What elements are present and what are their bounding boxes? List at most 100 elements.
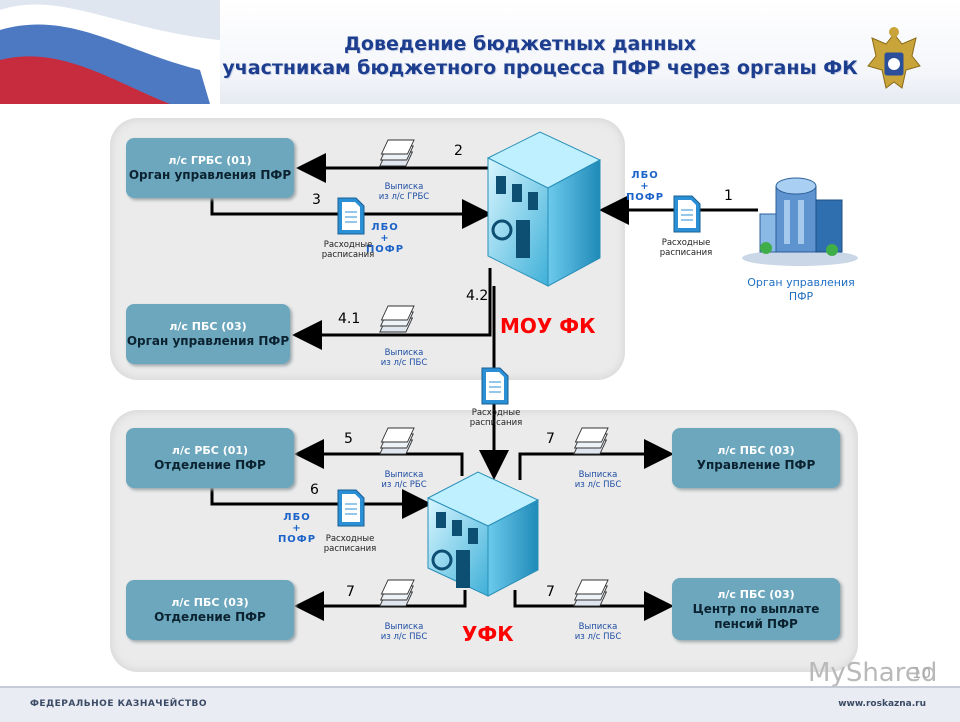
org-pfr-label-line-2: ПФР	[788, 290, 814, 303]
statement-stack-icon-4	[573, 427, 609, 455]
mou-fk-building-icon	[486, 131, 602, 287]
step-4-1: 4.1	[338, 311, 361, 327]
document-icon-4	[337, 489, 365, 527]
doc-label-3: Расходные расписания	[466, 408, 526, 428]
vyp-label-grbs: Выписка из л/с ГРБС	[372, 182, 436, 202]
mou-fk-label: МОУ ФК	[500, 314, 596, 338]
step-7-upr: 7	[546, 431, 555, 447]
ufk-building-icon	[426, 471, 540, 597]
node-pbs-center-name-1: Центр по выплате	[692, 601, 820, 616]
node-pbs-top: л/с ПБС (03) Орган управления ПФР	[126, 304, 290, 364]
doc-label-2-line-2: расписания	[659, 248, 713, 258]
doc-label-2-line-1: Расходные	[661, 238, 711, 248]
doc-label-3-line-2: расписания	[469, 418, 523, 428]
node-pbs-center-account: л/с ПБС (03)	[717, 587, 795, 601]
pofr-text: ПОФР	[277, 534, 317, 545]
vyp-label-upr-line-2: из л/с ПБС	[574, 480, 622, 490]
vyp-label-grbs-line-2: из л/с ГРБС	[378, 192, 430, 202]
doc-label-3-line-1: Расходные	[471, 408, 521, 418]
node-pbs-center: л/с ПБС (03) Центр по выплате пенсий ПФР	[672, 578, 840, 640]
vyp-label-otd: Выписка из л/с ПБС	[372, 622, 436, 642]
step-4-2: 4.2	[466, 288, 489, 304]
lbo-text: ЛБО	[371, 222, 399, 233]
vyp-label-center: Выписка из л/с ПБС	[566, 622, 630, 642]
doc-label-1: Расходные расписания	[318, 240, 378, 260]
org-pfr-label-line-1: Орган управления	[747, 276, 855, 289]
title-line-2: участникам бюджетного процесса ПФР через…	[222, 57, 858, 79]
lbo-pofr-3: ЛБО + ПОФР	[272, 512, 322, 545]
node-rbs-account: л/с РБС (01)	[171, 444, 249, 457]
page-title: Доведение бюджетных данных участникам бю…	[180, 32, 860, 80]
step-5: 5	[344, 431, 353, 447]
plus-text: +	[292, 523, 302, 534]
node-pbs-otd-name: Отделение ПФР	[154, 610, 266, 624]
node-pbs-otd: л/с ПБС (03) Отделение ПФР	[126, 580, 294, 640]
russian-flag-icon	[0, 0, 220, 104]
node-grbs-name: Орган управления ПФР	[128, 168, 292, 182]
statement-stack-icon-1	[379, 139, 415, 167]
step-7-center: 7	[546, 584, 555, 600]
vyp-label-center-line-2: из л/с ПБС	[574, 632, 622, 642]
vyp-label-rbs: Выписка из л/с РБС	[372, 470, 436, 490]
vyp-label-pbs-top-line-2: из л/с ПБС	[380, 358, 428, 368]
plus-text: +	[640, 181, 650, 192]
node-grbs-account: л/с ГРБС (01)	[168, 154, 252, 167]
doc-label-4: Расходные расписания	[320, 534, 380, 554]
vyp-label-otd-line-1: Выписка	[384, 622, 424, 632]
lbo-text: ЛБО	[631, 170, 659, 181]
treasury-emblem-icon	[862, 26, 926, 96]
node-rbs: л/с РБС (01) Отделение ПФР	[126, 428, 294, 488]
footer-url[interactable]: www.roskazna.ru	[838, 699, 926, 709]
step-7-otd: 7	[346, 584, 355, 600]
doc-label-1-line-1: Расходные	[323, 240, 373, 250]
statement-stack-icon-3	[379, 427, 415, 455]
doc-label-4-line-1: Расходные	[325, 534, 375, 544]
statement-stack-icon-2	[379, 305, 415, 333]
lbo-pofr-1: ЛБО + ПОФР	[360, 222, 410, 255]
pfr-office-building-icon	[742, 177, 858, 266]
ufk-label: УФК	[462, 622, 514, 646]
node-grbs: л/с ГРБС (01) Орган управления ПФР	[126, 138, 294, 198]
node-pbs-upr: л/с ПБС (03) Управление ПФР	[672, 428, 840, 488]
node-pbs-upr-name: Управление ПФР	[696, 458, 816, 472]
lbo-text: ЛБО	[283, 512, 311, 523]
document-icon-2	[673, 195, 701, 233]
node-pbs-top-name: Орган управления ПФР	[126, 334, 290, 348]
plus-text: +	[380, 233, 390, 244]
step-3: 3	[312, 192, 321, 208]
page-number: 10	[912, 664, 932, 682]
doc-label-1-line-2: расписания	[321, 250, 375, 260]
step-1: 1	[724, 188, 733, 204]
node-pbs-center-name-2: пенсий ПФР	[714, 616, 798, 631]
org-pfr-label: Орган управления ПФР	[736, 276, 866, 304]
document-icon-3	[481, 367, 509, 405]
vyp-label-rbs-line-2: из л/с РБС	[381, 480, 427, 490]
vyp-label-upr: Выписка из л/с ПБС	[566, 470, 630, 490]
pofr-text: ПОФР	[625, 192, 665, 203]
vyp-label-pbs-top-line-1: Выписка	[384, 348, 424, 358]
vyp-label-grbs-line-1: Выписка	[384, 182, 424, 192]
watermark: MyShared	[808, 658, 938, 688]
doc-label-4-line-2: расписания	[323, 544, 377, 554]
node-pbs-otd-account: л/с ПБС (03)	[171, 596, 249, 609]
doc-label-2: Расходные расписания	[656, 238, 716, 258]
lbo-pofr-2: ЛБО + ПОФР	[620, 170, 670, 203]
vyp-label-upr-line-1: Выписка	[578, 470, 618, 480]
node-pbs-top-account: л/с ПБС (03)	[169, 320, 247, 333]
step-6: 6	[310, 482, 319, 498]
title-line-1: Доведение бюджетных данных	[344, 33, 696, 55]
step-2: 2	[454, 143, 463, 159]
pofr-text: ПОФР	[365, 244, 405, 255]
statement-stack-icon-6	[573, 579, 609, 607]
document-icon-1	[337, 197, 365, 235]
footer-org-name: ФЕДЕРАЛЬНОЕ КАЗНАЧЕЙСТВО	[30, 699, 208, 709]
vyp-label-pbs-top: Выписка из л/с ПБС	[372, 348, 436, 368]
vyp-label-rbs-line-1: Выписка	[384, 470, 424, 480]
vyp-label-center-line-1: Выписка	[578, 622, 618, 632]
footer-bar	[0, 686, 960, 722]
node-pbs-upr-account: л/с ПБС (03)	[717, 444, 795, 457]
vyp-label-otd-line-2: из л/с ПБС	[380, 632, 428, 642]
statement-stack-icon-5	[379, 579, 415, 607]
node-rbs-name: Отделение ПФР	[154, 458, 266, 472]
